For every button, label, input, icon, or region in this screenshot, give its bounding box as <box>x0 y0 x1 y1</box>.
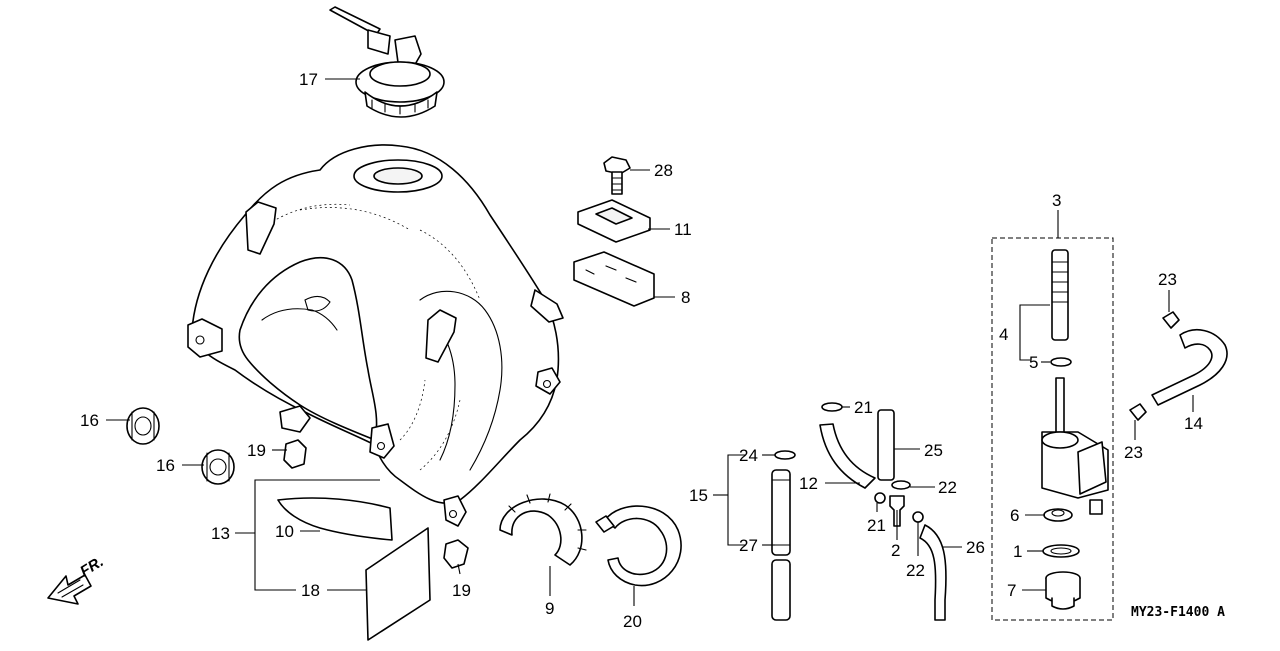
tube-part-27 <box>771 469 791 621</box>
tube-part-26 <box>919 524 947 621</box>
front-direction-arrow-icon <box>47 574 92 605</box>
fuel-cock-part-3 <box>1041 377 1109 515</box>
insulator-part-10 <box>277 497 393 541</box>
fuel-cup-part-7 <box>1045 571 1081 610</box>
callout-13: 13 <box>211 524 230 543</box>
bracket-group-4 <box>1019 304 1050 361</box>
callout-24: 24 <box>739 446 758 465</box>
callout-1: 1 <box>1013 542 1022 561</box>
callout-2: 2 <box>891 541 900 560</box>
callout-21-upper: 21 <box>854 398 873 417</box>
fuel-strainer-part-4 <box>1051 249 1069 341</box>
clip-part-19-upper <box>283 439 307 469</box>
callout-17: 17 <box>299 70 318 89</box>
callout-15: 15 <box>689 486 708 505</box>
callout-4: 4 <box>999 325 1008 344</box>
callout-21-lower: 21 <box>867 516 886 535</box>
callout-25: 25 <box>924 441 943 460</box>
callout-7: 7 <box>1007 581 1016 600</box>
band-part-9 <box>499 493 587 566</box>
callout-14: 14 <box>1184 414 1203 433</box>
o-ring-part-1 <box>1042 544 1080 558</box>
bolt-part-28 <box>603 156 631 195</box>
callout-labels: 1 2 3 4 5 6 7 8 9 10 11 12 13 14 15 16 1… <box>80 70 1203 631</box>
leader-lines <box>106 78 1194 606</box>
callout-22-right: 22 <box>938 478 957 497</box>
cushion-part-16-lower <box>201 449 235 485</box>
callout-23-upper: 23 <box>1158 270 1177 289</box>
fuel-cock-group-frame <box>991 237 1114 621</box>
callout-22-lower: 22 <box>906 561 925 580</box>
callout-5: 5 <box>1029 353 1038 372</box>
tube-part-25 <box>877 409 895 481</box>
bracket-group-13 <box>254 479 380 591</box>
callout-6: 6 <box>1010 506 1019 525</box>
o-ring-part-5 <box>1050 357 1072 367</box>
callout-16-upper: 16 <box>80 411 99 430</box>
callout-26: 26 <box>966 538 985 557</box>
rubber-part-11 <box>577 199 651 243</box>
bracket-group-15 <box>727 454 745 546</box>
bracket-part-8 <box>573 251 655 307</box>
callout-18: 18 <box>301 581 320 600</box>
callout-27: 27 <box>739 536 758 555</box>
gasket-part-6 <box>1043 508 1073 522</box>
callout-23-lower: 23 <box>1124 443 1143 462</box>
callout-12: 12 <box>799 474 818 493</box>
tube-part-12 <box>819 423 876 489</box>
clip-part-23-lower <box>1129 403 1147 421</box>
callout-10: 10 <box>275 522 294 541</box>
callout-8: 8 <box>681 288 690 307</box>
callout-19-upper: 19 <box>247 441 266 460</box>
callout-28: 28 <box>654 161 673 180</box>
callout-9: 9 <box>545 599 554 618</box>
label-part-18 <box>365 527 431 641</box>
tube-part-24-clip <box>774 450 796 460</box>
clip-part-19-lower <box>443 539 469 569</box>
callout-3: 3 <box>1052 191 1061 210</box>
cushion-part-16-upper <box>126 407 160 445</box>
callout-20: 20 <box>623 612 642 631</box>
fuel-tank <box>187 144 564 527</box>
fuel-cap-part-17 <box>329 6 445 118</box>
callout-11: 11 <box>674 220 692 239</box>
callout-19-lower: 19 <box>452 581 471 600</box>
diagram-code: MY23-F1400 A <box>1131 605 1225 620</box>
clip-part-22 <box>891 480 924 523</box>
clip-part-23-upper <box>1162 311 1180 329</box>
tube-part-14 <box>1151 329 1228 406</box>
callout-16-lower: 16 <box>156 456 175 475</box>
band-part-20 <box>595 505 682 587</box>
